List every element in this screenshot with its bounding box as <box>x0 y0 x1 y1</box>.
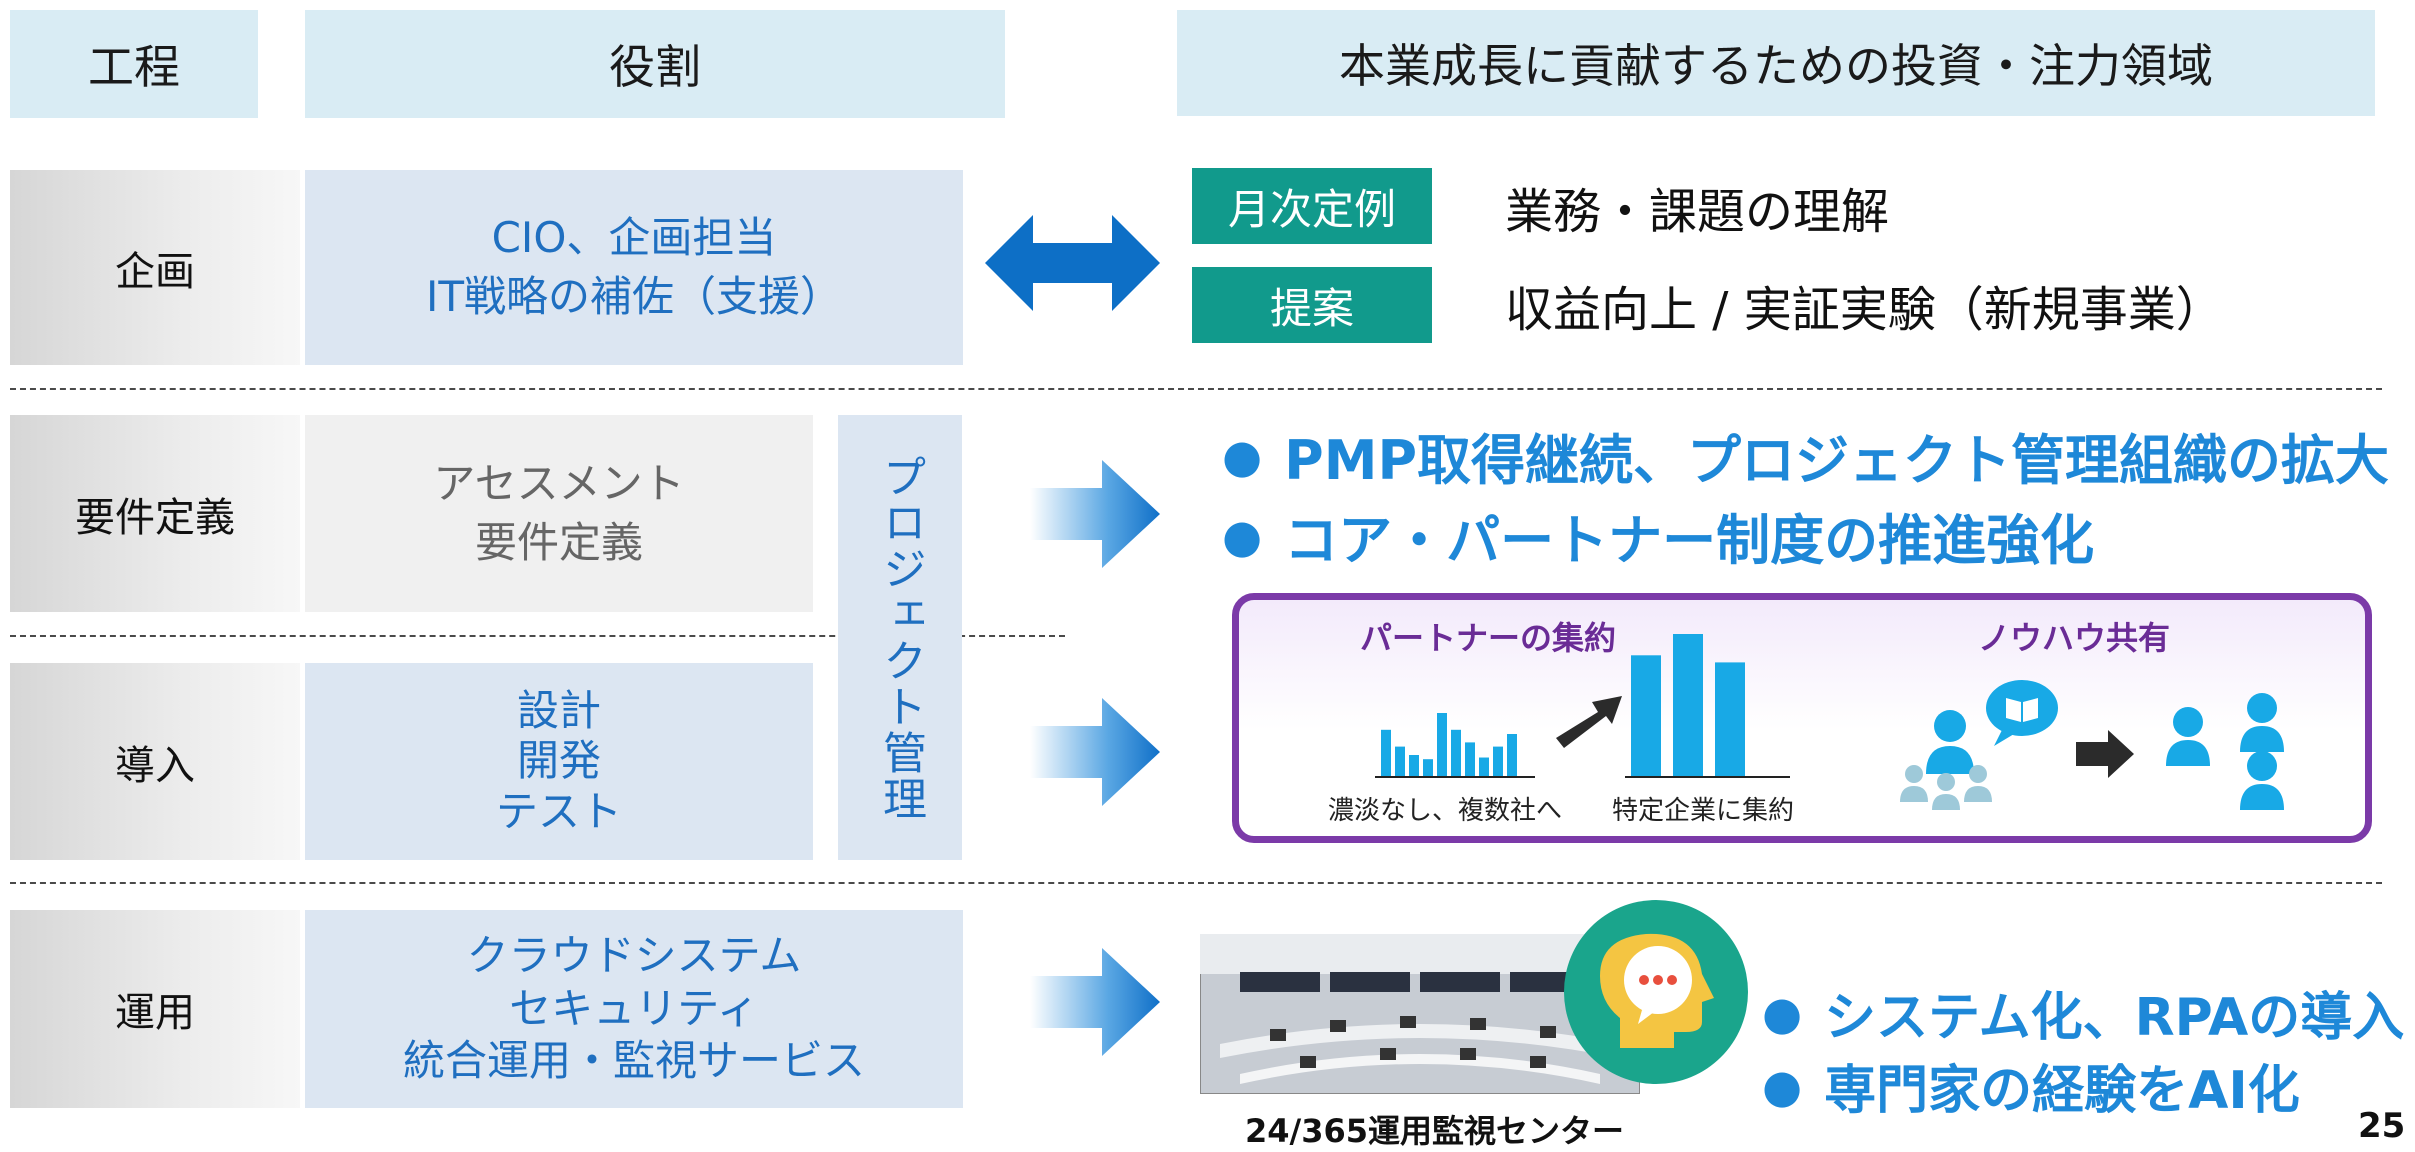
label-before: 濃淡なし、複数社へ <box>1328 796 1563 826</box>
role-line: 設計 <box>516 685 601 735</box>
bar <box>1507 734 1517 776</box>
planning-item-text: 業務・課題の理解 <box>1505 184 1890 240</box>
bar <box>1673 634 1703 776</box>
role-planning: CIO、企画担当 IT戦略の補佐（支援） <box>305 170 963 365</box>
requirements-bullet: ●コア・パートナー制度の推進強化 <box>1222 508 2095 573</box>
stage-operation: 運用 <box>10 910 300 1108</box>
requirements-bullet: ●PMP取得継続、プロジェクト管理組織の拡大 <box>1222 428 2390 493</box>
role-line: クラウドシステム <box>466 931 802 981</box>
bar <box>1451 729 1461 776</box>
monitoring-center-caption: 24/365運用監視センター <box>1245 1112 1625 1150</box>
operation-bullet: ●システム化、RPAの導入 <box>1762 985 2405 1049</box>
bar <box>1465 742 1475 776</box>
stage-implementation: 導入 <box>10 663 300 860</box>
bar <box>1437 713 1447 776</box>
bar <box>1631 655 1661 776</box>
monitoring-center-photo <box>1200 934 1640 1094</box>
bar <box>1395 746 1405 776</box>
arrow-right-icon <box>1030 948 1160 1056</box>
header-investment: 本業成長に貢献するための投資・注力領域 <box>1177 10 2375 116</box>
role-line: CIO、企画担当 <box>491 212 777 262</box>
tag-monthly-meeting: 月次定例 <box>1192 168 1432 244</box>
bullet-dot-icon: ● <box>1222 428 1263 483</box>
role-implementation: 設計 開発 テスト <box>305 663 813 860</box>
row-divider <box>10 882 2382 884</box>
partner-box-title-left: パートナーの集約 <box>1360 619 1617 657</box>
project-management-label: プロジェクト管理 <box>875 453 926 822</box>
knowhow-sharing-icon <box>1900 680 2284 810</box>
header-role: 役割 <box>305 10 1005 118</box>
bullet-dot-icon: ● <box>1762 1058 1803 1113</box>
role-line: 開発 <box>516 736 601 786</box>
role-line: 統合運用・監視サービス <box>402 1036 865 1086</box>
row-divider <box>10 388 2382 390</box>
stage-requirements: 要件定義 <box>10 415 300 612</box>
partner-box-title-right: ノウハウ共有 <box>1978 619 2171 657</box>
arrow-right-icon <box>1030 460 1160 568</box>
label-after: 特定企業に集約 <box>1612 796 1795 826</box>
role-line: テスト <box>495 786 622 836</box>
bar <box>1493 746 1503 776</box>
stage-planning: 企画 <box>10 170 300 365</box>
role-line: アセスメント <box>433 458 685 508</box>
bar <box>1715 662 1745 776</box>
operation-bullet: ●専門家の経験をAI化 <box>1762 1058 2300 1122</box>
role-operation: クラウドシステム セキュリティ 統合運用・監視サービス <box>305 910 963 1108</box>
tag-proposal: 提案 <box>1192 267 1432 343</box>
bar <box>1409 755 1419 776</box>
arrow-right-icon <box>1030 698 1160 806</box>
double-arrow-icon <box>985 215 1160 311</box>
bar-chart-after <box>1625 634 1790 778</box>
bar <box>1479 757 1489 776</box>
bullet-dot-icon: ● <box>1222 508 1263 563</box>
bullet-dot-icon: ● <box>1762 985 1803 1040</box>
header-process: 工程 <box>10 10 258 118</box>
partner-box <box>1232 593 2372 843</box>
role-line: 要件定義 <box>474 517 643 567</box>
planning-item-text: 収益向上 / 実証実験（新規事業） <box>1505 282 2224 338</box>
page-number: 25 <box>2358 1106 2406 1146</box>
ai-head-icon <box>1564 900 1748 1084</box>
row-divider <box>10 635 1065 637</box>
role-requirements: アセスメント 要件定義 <box>305 415 813 612</box>
trend-arrow-icon <box>1556 696 1622 748</box>
role-line: セキュリティ <box>509 983 759 1033</box>
role-line: IT戦略の補佐（支援） <box>425 271 843 321</box>
book-bubble-icon <box>1986 680 2058 746</box>
bar-chart-before <box>1375 713 1535 778</box>
bar <box>1381 729 1391 776</box>
bar <box>1423 759 1433 776</box>
project-management-column: プロジェクト管理 <box>838 415 962 860</box>
